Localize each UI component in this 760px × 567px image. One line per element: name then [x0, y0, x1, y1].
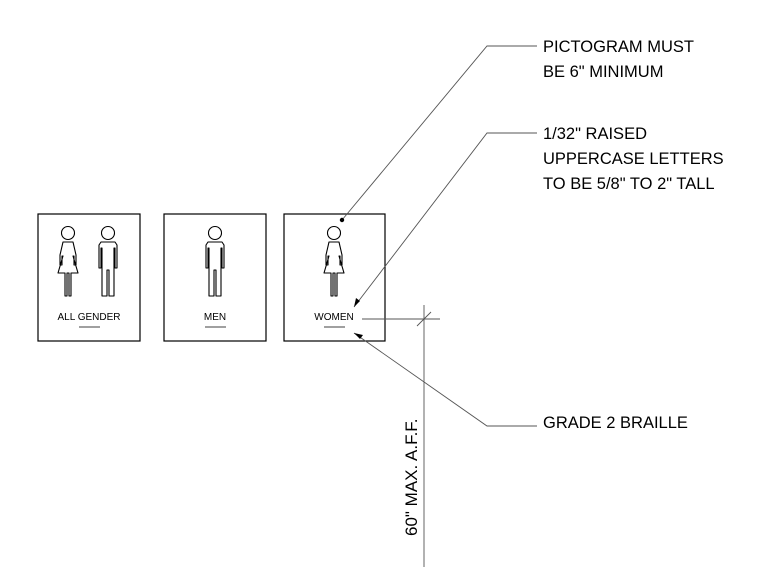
letters-leader [353, 132, 537, 308]
female-figure-icon [323, 225, 345, 297]
dimension-label: 60" MAX. A.F.F. [402, 418, 421, 536]
sign-frame [37, 213, 141, 342]
callout-line: UPPERCASE LETTERS [543, 150, 724, 168]
callout-line: PICTOGRAM MUST [543, 38, 694, 56]
sign-label: ALL GENDER [58, 312, 121, 323]
sign-women: WOMEN [283, 213, 386, 342]
callout-line: GRADE 2 BRAILLE [543, 414, 688, 432]
callout-line: BE 6" MINIMUM [543, 63, 663, 81]
sign-all-gender: ALL GENDER [37, 213, 141, 342]
pictogram-leader [341, 45, 537, 221]
letters-leader-arrow [354, 298, 360, 307]
pictogram-leader-dot [339, 217, 345, 223]
callout-line: 1/32" RAISED [543, 125, 647, 143]
dimension-tick [416, 311, 432, 327]
male-figure-icon [98, 225, 118, 297]
female-figure-icon [57, 225, 79, 297]
callout-pictogram: PICTOGRAM MUST BE 6" MINIMUM [543, 38, 694, 81]
leader-lines [339, 45, 537, 427]
sign-frame [283, 213, 386, 342]
sign-label: MEN [204, 312, 226, 323]
sign-men: MEN [163, 213, 267, 342]
callout-braille: GRADE 2 BRAILLE [543, 414, 688, 432]
sign-label: WOMEN [314, 312, 353, 323]
braille-leader-arrow [354, 333, 363, 339]
male-figure-icon [205, 225, 225, 297]
braille-leader [353, 332, 537, 427]
sign-frame [163, 213, 267, 342]
callout-letters: 1/32" RAISED UPPERCASE LETTERS TO BE 5/8… [543, 125, 724, 193]
callout-line: TO BE 5/8" TO 2" TALL [543, 175, 715, 193]
height-dimension [362, 305, 440, 567]
